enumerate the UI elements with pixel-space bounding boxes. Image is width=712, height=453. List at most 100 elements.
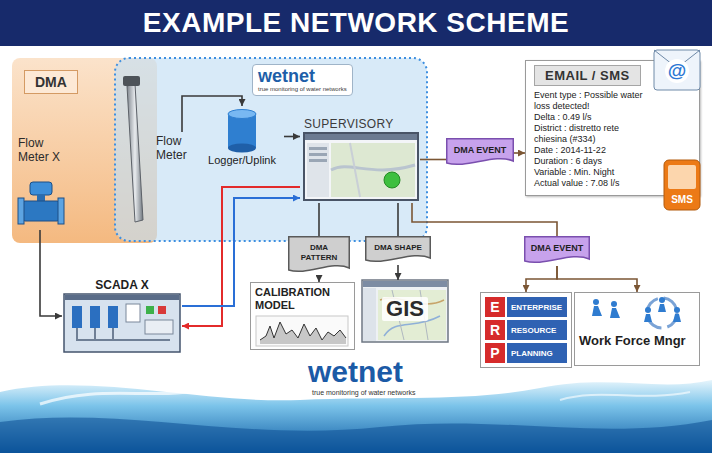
meter-flange (58, 198, 64, 224)
node-label: DMA EVENT (449, 145, 511, 156)
erp-box: EENTERPRISERRESOURCEPPLANNING (480, 292, 572, 368)
monitor-frame (304, 133, 418, 200)
connector (182, 198, 300, 306)
flow-meter: Flow Meter (156, 132, 208, 164)
gis-titlebar (363, 281, 447, 287)
sms-text: SMS (668, 194, 696, 206)
logger-top (228, 110, 256, 119)
label-holder: wetnet (308, 356, 403, 388)
water-splash (0, 380, 712, 453)
event-detail: Delta : 0.49 l/s (534, 112, 649, 123)
scada-lamp (146, 306, 154, 314)
scada-lamp (158, 306, 166, 314)
event-detail: Event type : Possible water loss detecte… (534, 90, 649, 112)
logo-wordmark: wetnet (308, 356, 403, 388)
event-detail: Actual value : 7.08 l/s (534, 178, 649, 189)
erp-letter: R (485, 320, 505, 340)
gis-sidebar (363, 288, 376, 341)
person-body (673, 314, 681, 322)
monitor-row (309, 147, 327, 150)
phone-screen (668, 165, 696, 189)
wetnet-area (115, 58, 427, 241)
tag-shape (525, 237, 590, 263)
meter-body (22, 201, 60, 221)
pattern-tag: DMA PATTERN (288, 236, 350, 275)
logger-base (228, 144, 256, 153)
gis-river (384, 316, 440, 336)
logo-tagline: true monitoring of water networks (312, 389, 416, 397)
gis-map (378, 290, 446, 340)
connector (526, 266, 557, 292)
event-detail: District : distretto rete chiesina (#334… (534, 123, 649, 145)
logo-badge: wetnettrue monitoring of water networks (252, 64, 353, 96)
node-label: Work Force Mngr (579, 333, 695, 348)
person-body (644, 314, 652, 322)
event-tag: DMA EVENT (446, 138, 514, 168)
connector (318, 203, 320, 236)
shape-tag: DMA SHAPE (365, 236, 431, 265)
person-head (674, 307, 680, 313)
scada-tank (90, 306, 100, 328)
monitor-sidebar (307, 143, 329, 197)
connector (182, 187, 300, 326)
node-label: DMA SHAPE (368, 243, 428, 253)
tag-shape (289, 237, 350, 272)
monitor-titlebar (305, 134, 417, 140)
erp-word: PLANNING (507, 343, 567, 363)
connector (557, 266, 637, 292)
area-label: DMA (24, 70, 78, 94)
connector (514, 152, 525, 154)
label-holder: true monitoring of water networks (312, 389, 416, 397)
erp-letter: E (485, 297, 505, 317)
chart-line (260, 322, 346, 340)
probe-head (123, 76, 140, 86)
map-road (350, 143, 360, 197)
logo-wordmark: wetnet (258, 66, 347, 86)
workforce-box: Work Force Mngr (574, 292, 700, 366)
person-body (658, 304, 666, 312)
water-wave (0, 417, 712, 453)
box-heading: EMAIL / SMS (534, 65, 641, 86)
connector (397, 203, 399, 236)
gis-road (380, 298, 444, 304)
connector (182, 96, 242, 132)
probe-rod (127, 84, 143, 222)
status-dot (384, 172, 400, 188)
erp-word: RESOURCE (507, 320, 567, 340)
email-symbol: @ (665, 59, 689, 83)
person-head (593, 299, 599, 305)
node-label: CALIBRATION MODEL (255, 286, 350, 312)
connector (397, 265, 399, 280)
connector (284, 136, 300, 138)
node-label: SCADA X (62, 278, 182, 292)
water-highlight (40, 390, 200, 404)
scada-tank (108, 306, 118, 328)
person-head (611, 301, 617, 307)
scada-titlebar (65, 295, 179, 300)
node-label: GIS (382, 297, 428, 321)
node-label: DMA EVENT (527, 243, 587, 254)
phone-icon (664, 160, 700, 210)
scada-tank (72, 306, 82, 328)
connector (318, 275, 320, 282)
scada-frame (64, 294, 180, 352)
dma-area (12, 58, 157, 243)
event-detail: Variable : Min. Night (534, 167, 649, 178)
meter-transmitter (30, 182, 52, 195)
erp-word: ENTERPRISE (507, 297, 567, 317)
water-highlight (560, 392, 690, 400)
title-text: EXAMPLE NETWORK SCHEME (143, 7, 569, 39)
email-icon (654, 50, 700, 90)
gis-frame (362, 280, 448, 342)
map-road (331, 165, 415, 170)
connector (40, 230, 62, 316)
gis-grid (392, 290, 428, 340)
scada-panel (145, 320, 173, 334)
event-detail: Duration : 6 days (534, 156, 649, 167)
monitor-map (331, 143, 415, 197)
node-label: DMA PATTERN (291, 243, 347, 263)
label-holder: @ (665, 59, 689, 83)
logger-cylinder (228, 114, 256, 148)
person-body (610, 308, 620, 318)
monitor-row (309, 153, 327, 156)
